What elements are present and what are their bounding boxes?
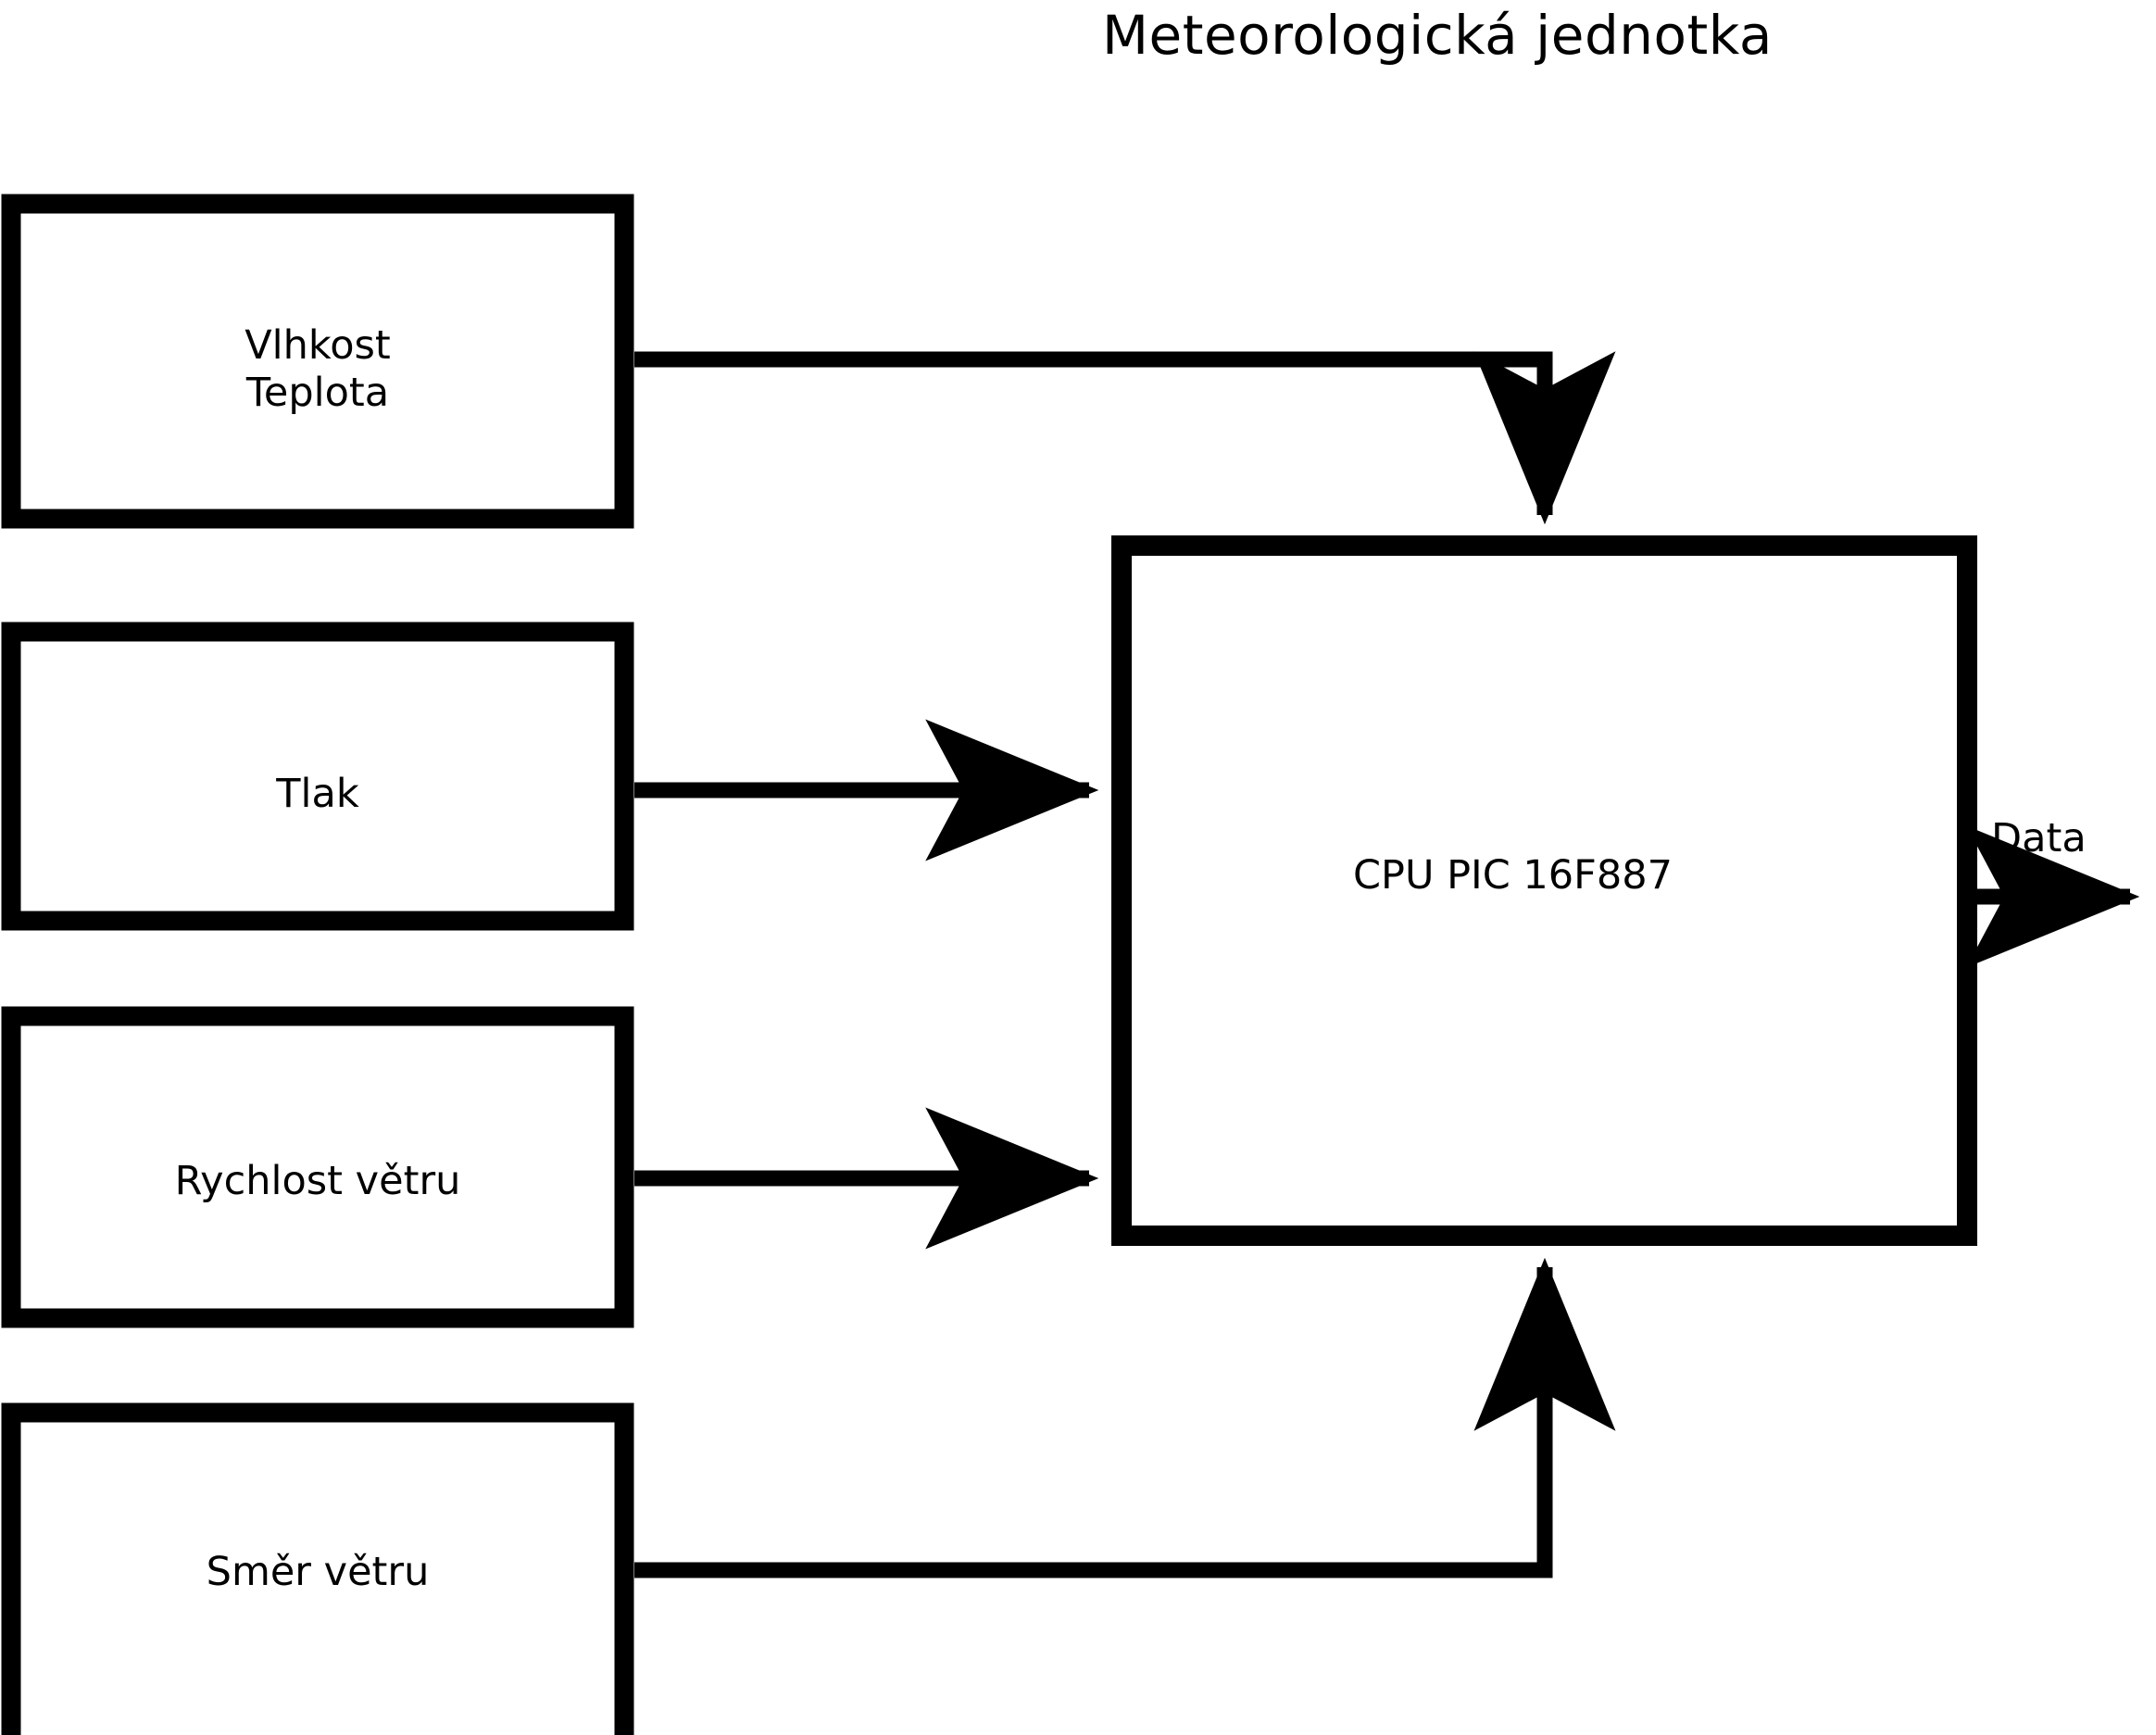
wind-speed-block-outline	[1, 1006, 634, 1328]
wind-direction-block-outline	[1, 1402, 634, 1735]
wind-direction-block-label: Směr větru	[206, 1549, 430, 1595]
humidity-temperature-block-outline	[1, 194, 634, 529]
pressure-block-outline	[1, 622, 634, 931]
connector-humidity-to-cpu	[634, 351, 1616, 525]
pressure-block-label: Tlak	[276, 771, 359, 817]
data-output-label: Data	[1991, 815, 2087, 861]
connector-wind-direction-to-cpu	[634, 1257, 1616, 1578]
wind-speed-block-label: Rychlost větru	[174, 1158, 461, 1204]
cpu-block-label: CPU PIC 16F887	[1353, 852, 1673, 899]
humidity-temperature-block-label: Vlhkost Teplota	[244, 322, 391, 416]
cpu-block-outline	[1111, 535, 1977, 1246]
diagram-title: Meteorologická jednotka	[1102, 4, 1773, 67]
